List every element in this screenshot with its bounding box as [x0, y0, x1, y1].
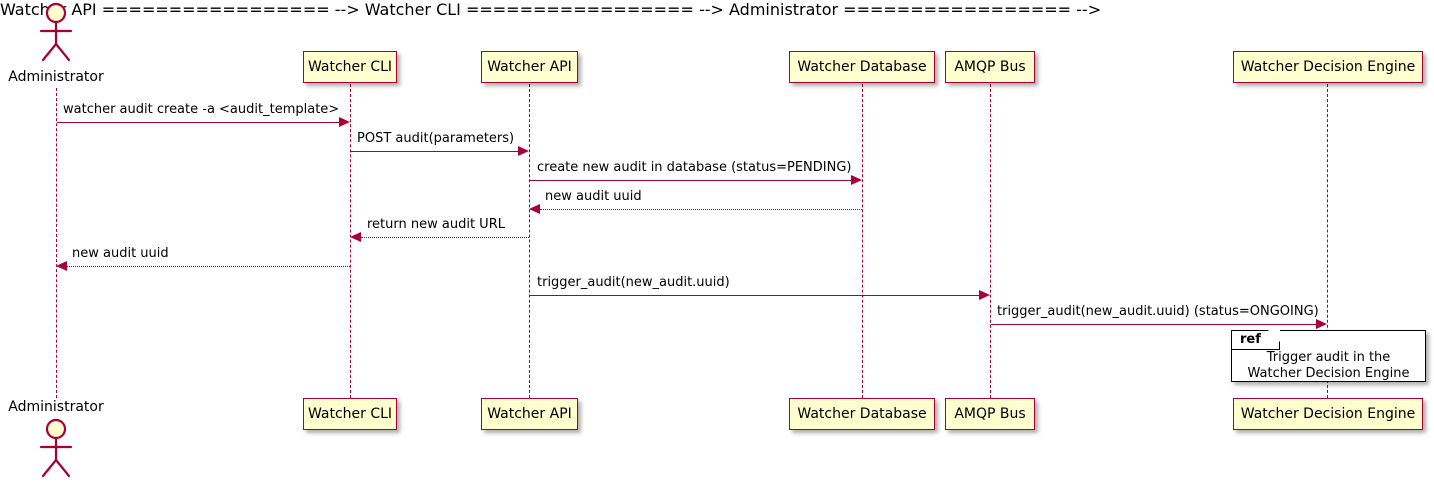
- message-label-m7: trigger_audit(new_audit.uuid): [537, 275, 730, 290]
- arrowhead-m8: [1316, 319, 1327, 329]
- message-line-m4: [540, 209, 862, 210]
- actor-administrator-top: [32, 2, 80, 68]
- message-label-m1: watcher audit create -a <audit_template>: [63, 102, 340, 117]
- ref-fragment-tag: ref: [1232, 329, 1280, 351]
- participant-amqp-bus-bottom[interactable]: AMQP Bus: [945, 398, 1035, 430]
- participant-watcher-database-bottom[interactable]: Watcher Database: [789, 398, 935, 430]
- message-label-m2: POST audit(parameters): [357, 131, 515, 146]
- participant-watcher-api-top[interactable]: Watcher API: [481, 51, 578, 83]
- message-label-m5: return new audit URL: [367, 217, 505, 232]
- message-line-m5: [361, 237, 529, 238]
- message-label-m8: trigger_audit(new_audit.uuid) (status=ON…: [997, 304, 1319, 319]
- message-line-m7: [530, 295, 980, 296]
- actor-administrator-bottom: [32, 418, 80, 484]
- lifeline-watcher-decision-engine: [1327, 84, 1328, 398]
- ref-fragment-line2: Watcher Decision Engine: [1247, 366, 1410, 382]
- arrowhead-m3: [851, 175, 862, 185]
- message-line-m6: [67, 266, 350, 267]
- arrowhead-m7: [979, 290, 990, 300]
- actor-figure-icon: [39, 418, 73, 478]
- lifeline-watcher-database: [862, 84, 863, 398]
- participant-watcher-cli-top[interactable]: Watcher CLI: [303, 51, 397, 83]
- participant-watcher-database-top[interactable]: Watcher Database: [789, 51, 935, 83]
- message-line-m8: [991, 324, 1317, 325]
- lifeline-administrator: [56, 88, 57, 398]
- participant-amqp-bus-top[interactable]: AMQP Bus: [945, 51, 1035, 83]
- arrowhead-m1: [339, 117, 350, 127]
- ref-fragment-line1: Trigger audit in the: [1266, 350, 1391, 365]
- ref-fragment[interactable]: ref Trigger audit in the Watcher Decisio…: [1231, 329, 1426, 383]
- actor-figure-icon: [39, 2, 73, 62]
- participant-watcher-decision-engine-bottom[interactable]: Watcher Decision Engine: [1233, 398, 1423, 430]
- ref-fragment-body: Trigger audit in the Watcher Decision En…: [1232, 350, 1425, 383]
- participant-watcher-api-bottom[interactable]: Watcher API: [481, 398, 578, 430]
- message-line-m1: [57, 122, 340, 123]
- message-label-m3: create new audit in database (status=PEN…: [537, 160, 852, 175]
- message-line-m2: [351, 151, 519, 152]
- actor-label-administrator-bottom: Administrator: [8, 399, 104, 415]
- arrowhead-m6: [56, 261, 67, 271]
- message-line-m3: [530, 180, 852, 181]
- arrowhead-m2: [518, 146, 529, 156]
- participant-watcher-cli-bottom[interactable]: Watcher CLI: [303, 398, 397, 430]
- message-label-m4: new audit uuid: [545, 189, 642, 204]
- participant-watcher-decision-engine-top[interactable]: Watcher Decision Engine: [1233, 51, 1423, 83]
- lifeline-watcher-api: [529, 84, 530, 398]
- message-label-m6: new audit uuid: [72, 246, 169, 261]
- arrowhead-m4: [529, 204, 540, 214]
- arrowhead-m5: [350, 232, 361, 242]
- lifeline-amqp-bus: [990, 84, 991, 398]
- actor-label-administrator-top: Administrator: [8, 69, 104, 85]
